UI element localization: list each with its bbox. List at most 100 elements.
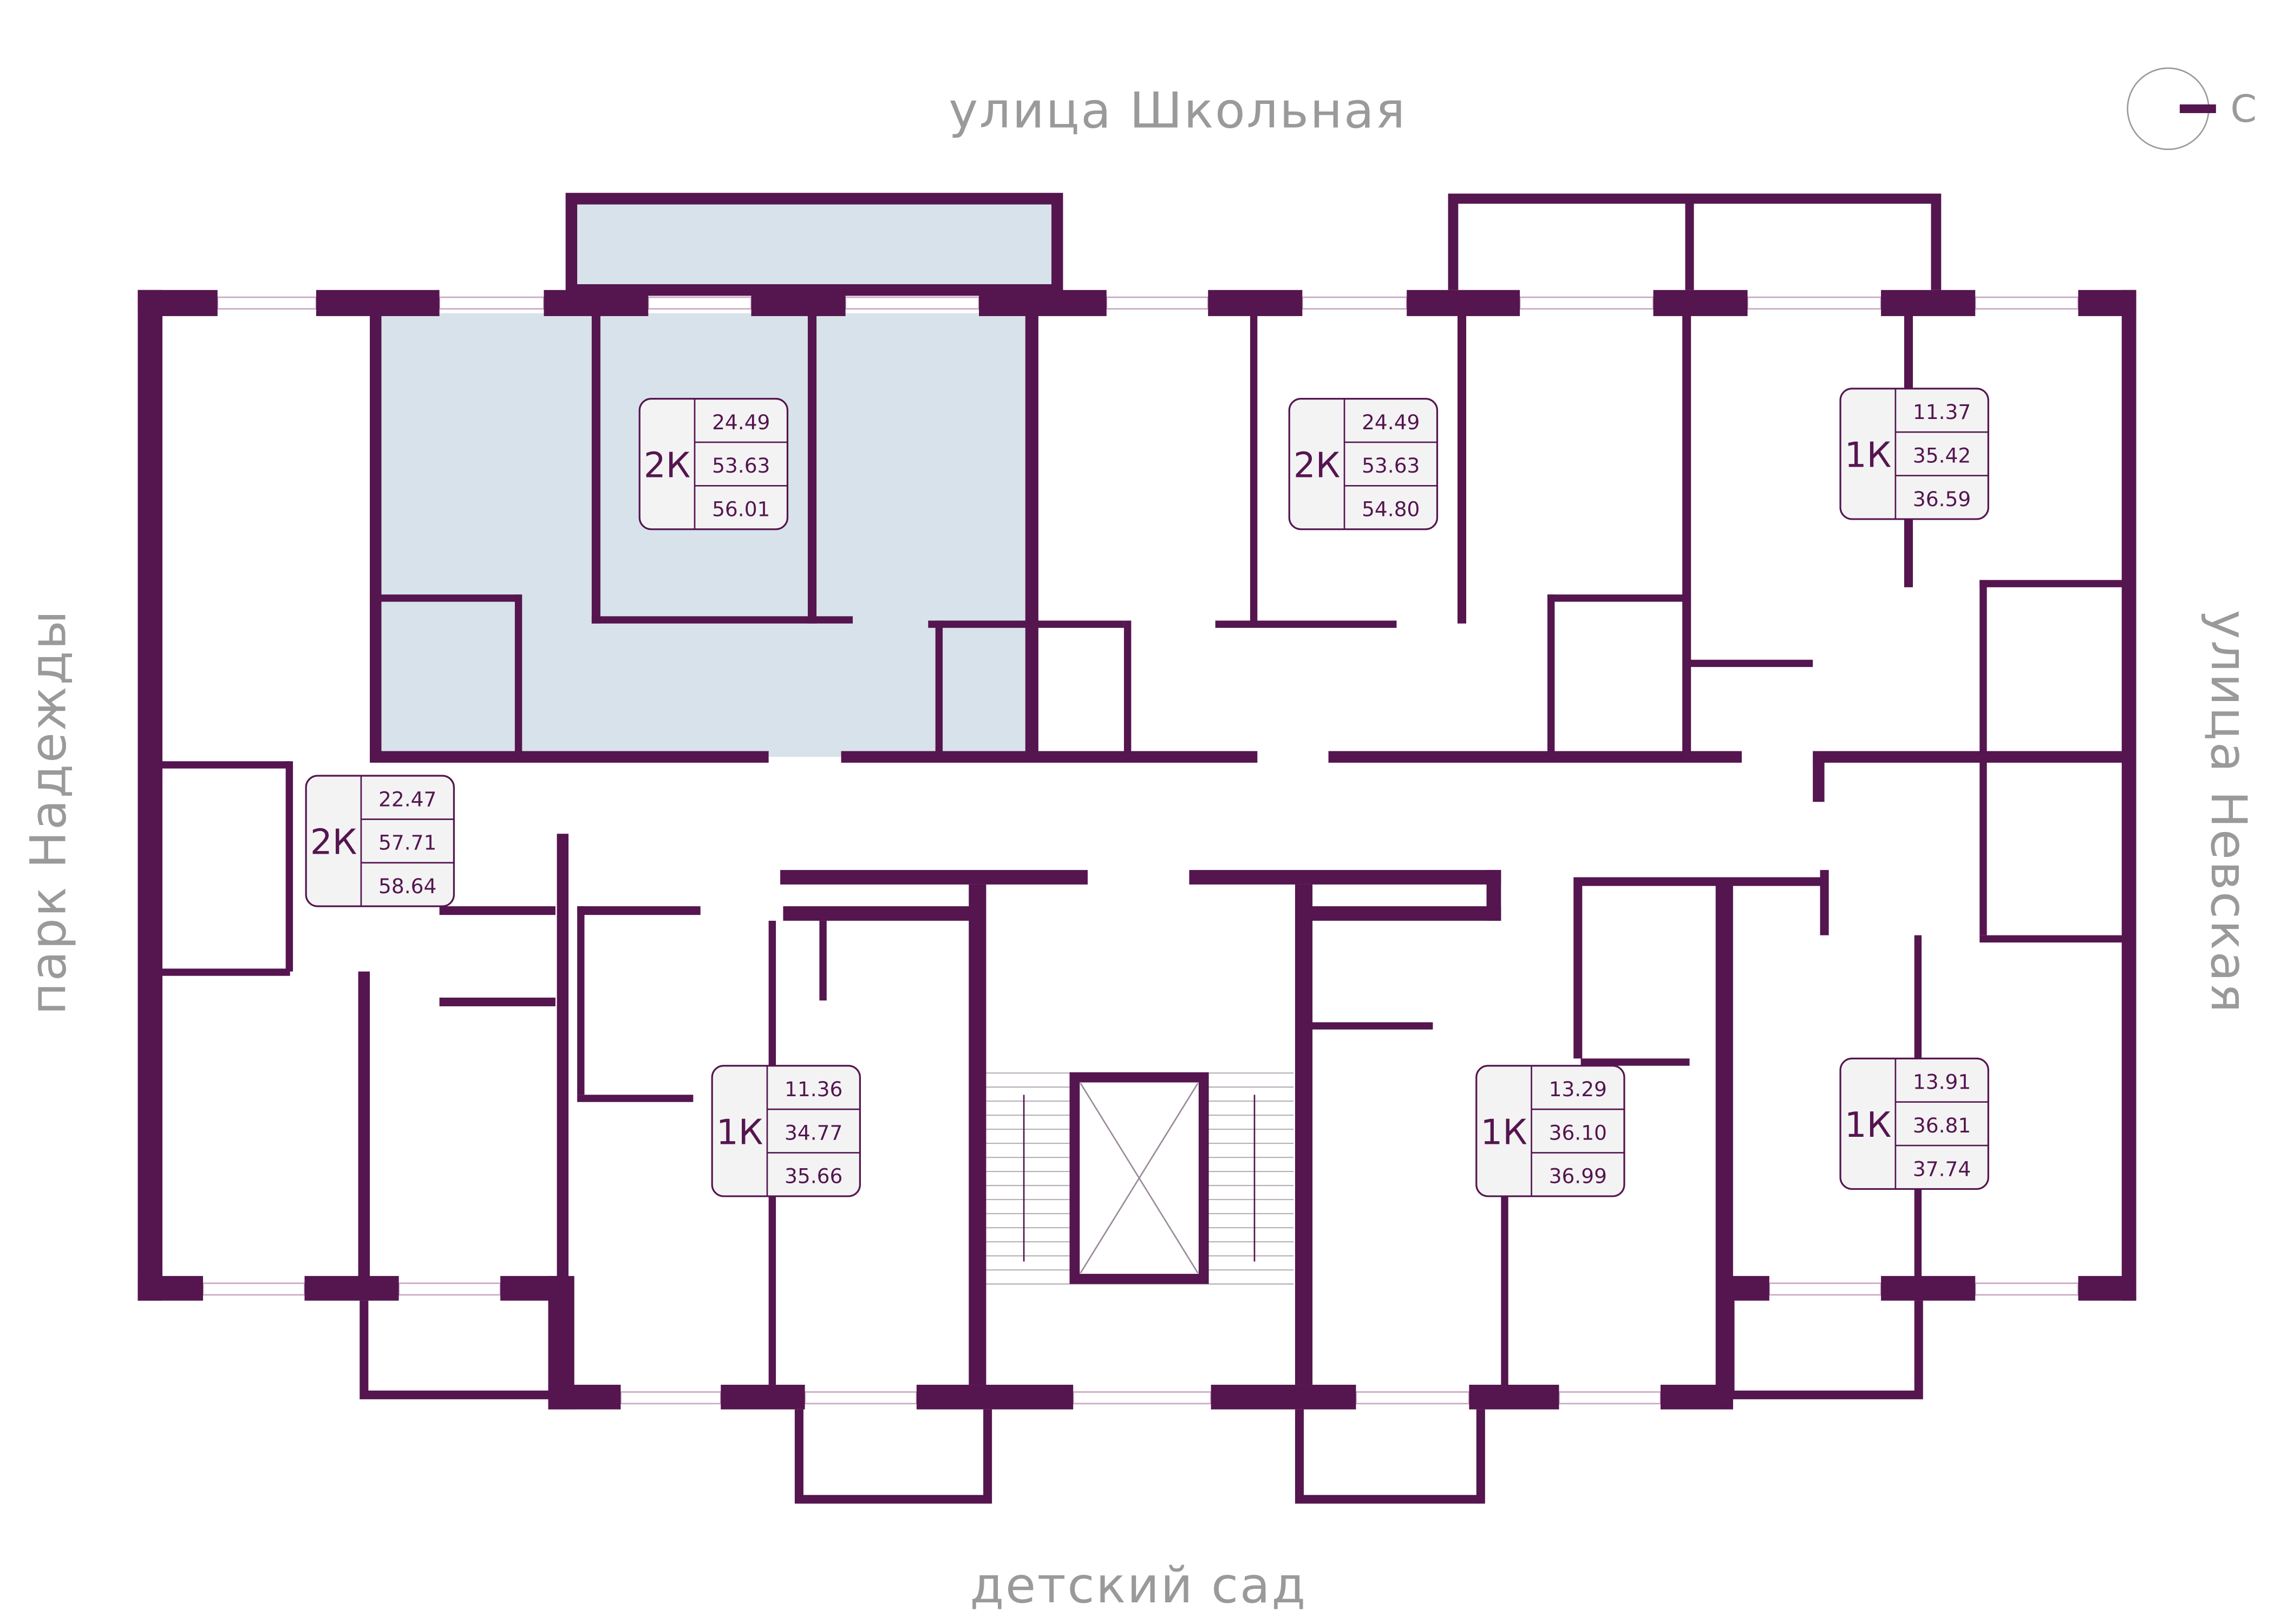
wall bbox=[159, 968, 290, 976]
wall bbox=[1547, 594, 1685, 602]
wall bbox=[1250, 311, 1258, 624]
wall bbox=[159, 761, 290, 769]
wall bbox=[1211, 1385, 1356, 1410]
wall bbox=[751, 290, 846, 316]
apartment-total-area: 35.66 bbox=[785, 1164, 842, 1188]
wall bbox=[577, 1095, 694, 1102]
apartment-total-area: 37.74 bbox=[1913, 1157, 1971, 1181]
window bbox=[1519, 296, 1654, 310]
apartment-total-area: 54.80 bbox=[1362, 497, 1420, 521]
compass-needle-icon bbox=[2179, 104, 2216, 113]
wall bbox=[1689, 659, 1813, 667]
wall bbox=[1682, 311, 1691, 762]
wall bbox=[591, 616, 853, 624]
balcony-top-right bbox=[1448, 193, 1942, 290]
wall bbox=[807, 311, 817, 624]
wall bbox=[557, 834, 568, 1298]
wall bbox=[2078, 1276, 2136, 1301]
wall bbox=[1037, 620, 1124, 628]
apartment-total-area: 36.99 bbox=[1549, 1164, 1607, 1188]
wall bbox=[381, 594, 519, 602]
apartment-type: 2К bbox=[310, 822, 357, 863]
apartment-living-area: 22.47 bbox=[378, 787, 436, 811]
apartment-label-box bbox=[1839, 1057, 1989, 1190]
apartment-total-area: 58.64 bbox=[378, 874, 436, 898]
apartment-living-area: 24.49 bbox=[1362, 410, 1420, 434]
wall bbox=[514, 594, 522, 754]
window bbox=[647, 296, 752, 310]
street-left-label: парк Надежды bbox=[20, 609, 77, 1014]
wall bbox=[439, 906, 556, 915]
apartment-total-area: 56.01 bbox=[712, 497, 770, 521]
apartment-type: 1К bbox=[1480, 1112, 1527, 1152]
wall bbox=[935, 620, 943, 751]
apartment-label-box bbox=[1475, 1065, 1625, 1197]
window bbox=[1974, 1282, 2079, 1296]
wall bbox=[819, 920, 827, 1001]
apartment-type: 2К bbox=[1293, 445, 1341, 486]
apartment-area: 53.63 bbox=[712, 454, 770, 477]
balcony-bottom-left bbox=[360, 1300, 559, 1399]
window bbox=[1974, 296, 2079, 310]
wall bbox=[1298, 906, 1501, 921]
window bbox=[1558, 1391, 1662, 1405]
wall bbox=[591, 311, 600, 624]
apartment-type: 1К bbox=[1845, 1105, 1892, 1145]
street-right-label: улица Невская bbox=[2200, 610, 2257, 1014]
wall bbox=[1881, 290, 1976, 316]
window bbox=[202, 1282, 305, 1296]
wall bbox=[783, 906, 972, 921]
apartment-label[interactable]: 2К 22.47 57.71 58.64 bbox=[305, 775, 455, 907]
wall bbox=[1309, 1022, 1433, 1030]
wall bbox=[1469, 1385, 1559, 1410]
window bbox=[217, 296, 317, 310]
window bbox=[804, 1391, 918, 1405]
wall bbox=[370, 751, 769, 763]
apartment-area: 35.42 bbox=[1913, 443, 1971, 467]
wall bbox=[1328, 751, 1742, 763]
wall bbox=[138, 1276, 203, 1301]
apartment-area: 36.81 bbox=[1913, 1114, 1971, 1137]
elevator-cross bbox=[1080, 1083, 1199, 1274]
wall bbox=[1979, 580, 2125, 587]
window bbox=[1355, 1391, 1470, 1405]
wall bbox=[1573, 877, 1583, 1059]
wall bbox=[1025, 311, 1038, 762]
apartment-area: 57.71 bbox=[378, 831, 436, 855]
highlighted-apartment-area[interactable] bbox=[375, 313, 1031, 757]
apartment-label-box bbox=[1288, 398, 1439, 531]
window bbox=[1768, 1282, 1882, 1296]
wall bbox=[1123, 620, 1132, 751]
wall bbox=[1547, 594, 1555, 754]
apartment-living-area: 11.37 bbox=[1913, 400, 1971, 424]
wall bbox=[1820, 870, 1829, 935]
apartment-label-box bbox=[638, 398, 789, 531]
wall bbox=[1979, 580, 1987, 762]
wall bbox=[1189, 870, 1501, 885]
street-top-label: улица Школьная bbox=[949, 82, 1407, 140]
wall bbox=[969, 884, 986, 1385]
wall bbox=[439, 997, 556, 1006]
wall bbox=[548, 1276, 574, 1410]
highlighted-balcony bbox=[565, 193, 1063, 296]
balcony-bottom-mid-left bbox=[794, 1409, 992, 1504]
wall bbox=[577, 906, 585, 1095]
window bbox=[1302, 296, 1408, 310]
wall bbox=[1457, 311, 1467, 624]
apartment-living-area: 13.91 bbox=[1913, 1070, 1971, 1094]
wall bbox=[1215, 620, 1397, 628]
balcony-bottom-right bbox=[1726, 1300, 1923, 1399]
apartment-label[interactable]: 1К 13.91 36.81 37.74 bbox=[1839, 1057, 1989, 1190]
apartment-type: 1К bbox=[1845, 435, 1892, 476]
window bbox=[845, 296, 980, 310]
wall bbox=[916, 1385, 1074, 1410]
apartment-living-area: 11.36 bbox=[785, 1077, 842, 1101]
window bbox=[1747, 296, 1882, 310]
compass: С bbox=[2127, 67, 2257, 150]
